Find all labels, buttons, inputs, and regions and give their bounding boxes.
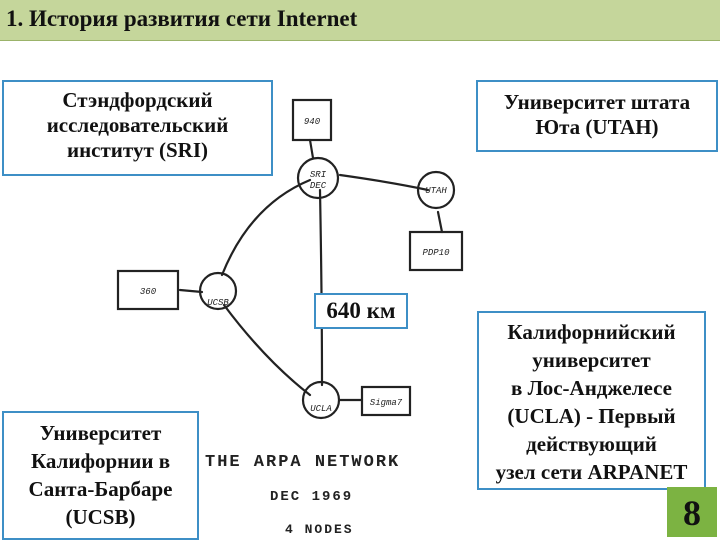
node-ucla-label: UCLA [310,404,332,414]
ucla-line: университет [532,348,651,372]
ucla-line: в Лос-Анджелесе [511,376,672,400]
node-sri-label: SRI [310,170,327,180]
ucla-line: (UCLA) - Первый [507,404,676,428]
ucsb-box: Университет Калифорнии в Санта-Барбаре (… [2,411,199,540]
ucsb-line: Университет [39,421,162,445]
stub-sri-940 [308,138,315,160]
node-utah-label: UTAH [425,186,447,196]
link-sri-utah [338,173,430,192]
sketch-caption-line2: DEC 1969 [270,489,353,505]
host-360-label: 360 [140,287,157,297]
host-940-label: 940 [304,117,321,127]
ucla-line: Калифорнийский [507,320,676,344]
host-360 [116,269,180,311]
host-940 [291,98,333,142]
sri-box: Стэндфордский исследовательский институт… [2,80,273,176]
sri-line: исследовательский [46,113,229,137]
stub-utah-pdp10 [436,210,444,234]
sketch-caption-line1: THE ARPA NETWORK [205,453,400,472]
utah-line: Юта (UTAH) [535,115,659,139]
host-pdp10 [408,230,464,272]
ucsb-line: Санта-Барбаре [28,477,173,501]
utah-line: Университет штата [503,90,691,114]
link-sri-ucsb [220,178,312,277]
link-ucsb-ucla [222,303,312,397]
host-sigma7-label: Sigma7 [370,398,403,408]
node-ucsb-label: UCSB [207,298,229,308]
distance-label: 640 км [314,293,408,329]
ucsb-line: (UCSB) [65,505,136,529]
node-ucla [301,380,341,420]
node-utah [416,170,456,210]
ucsb-line: Калифорнии в [30,449,171,473]
node-ucsb [198,271,238,311]
node-sri-sublabel: DEC [310,181,327,191]
sri-line: институт (SRI) [66,138,209,162]
stub-ucsb-360 [178,288,204,294]
link-sri-ucla [318,188,324,387]
node-sri [296,156,340,200]
slide-title: 1. История развития сети Internet [6,6,358,31]
title-bar: 1. История развития сети Internet [0,0,720,41]
ucla-line: узел сети ARPANET [495,460,688,484]
sketch-caption-line3: 4 NODES [285,522,354,537]
sri-line: Стэндфордский [62,88,213,112]
host-pdp10-label: PDP10 [422,248,450,258]
page-number: 8 [667,487,717,537]
host-sigma7 [360,385,412,417]
utah-box: Университет штата Юта (UTAH) [476,80,718,152]
ucla-box: Калифорнийский университет в Лос-Анджеле… [477,311,706,490]
ucla-line: действующий [526,432,657,456]
